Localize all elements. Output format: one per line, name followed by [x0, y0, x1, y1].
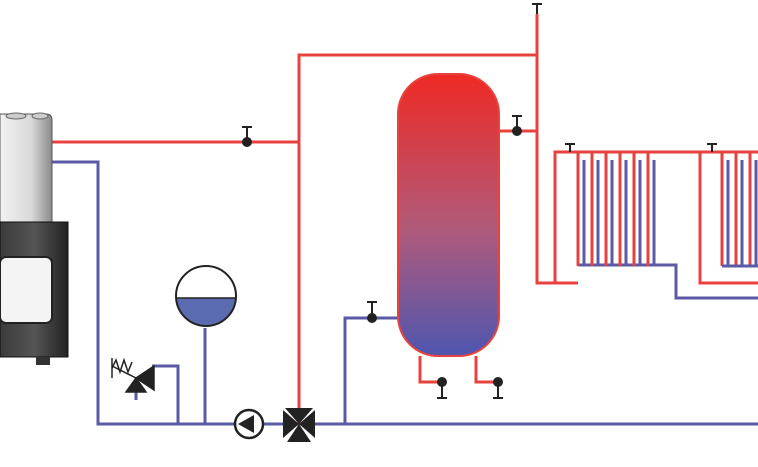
three-way-valve — [283, 408, 315, 442]
air-vent-icon — [532, 3, 542, 14]
boiler-chimney-right — [31, 112, 49, 120]
tank-return-pipe — [343, 316, 400, 424]
safety-valve-icon — [134, 364, 155, 392]
air-vent-icon — [565, 143, 575, 152]
boiler-return-pipe — [52, 160, 758, 426]
radiator2-supply-pipe — [680, 150, 758, 285]
air-vent-icon — [707, 143, 717, 152]
air-vents — [242, 3, 717, 399]
air-vent-icon — [512, 115, 522, 136]
boiler-chimney-left — [5, 112, 27, 120]
radiator-icon — [576, 152, 656, 266]
boiler-foot — [36, 357, 50, 365]
boiler-upper-casing — [0, 113, 53, 223]
expansion-tank — [175, 265, 237, 327]
buffer-tank — [397, 73, 500, 384]
tank-drain-left — [418, 356, 442, 384]
radiator-2 — [720, 152, 758, 268]
air-vent-icon — [493, 377, 503, 399]
boiler-door — [0, 256, 53, 324]
expansion-tank-icon — [175, 265, 237, 327]
supply-pipes — [52, 14, 758, 424]
radiator-1 — [576, 152, 656, 266]
radiator-icon — [720, 152, 758, 268]
circulation-pump — [233, 408, 265, 440]
boiler — [0, 112, 69, 365]
tank-drain-right — [474, 356, 498, 384]
air-vent-icon — [242, 126, 252, 147]
air-vent-icon — [437, 377, 447, 399]
three-way-valve-icon — [283, 410, 299, 438]
buffer-tank-icon — [397, 73, 500, 357]
air-vent-icon — [367, 301, 377, 323]
safety-valve — [111, 357, 155, 393]
safety-valve-pipe — [152, 364, 180, 424]
